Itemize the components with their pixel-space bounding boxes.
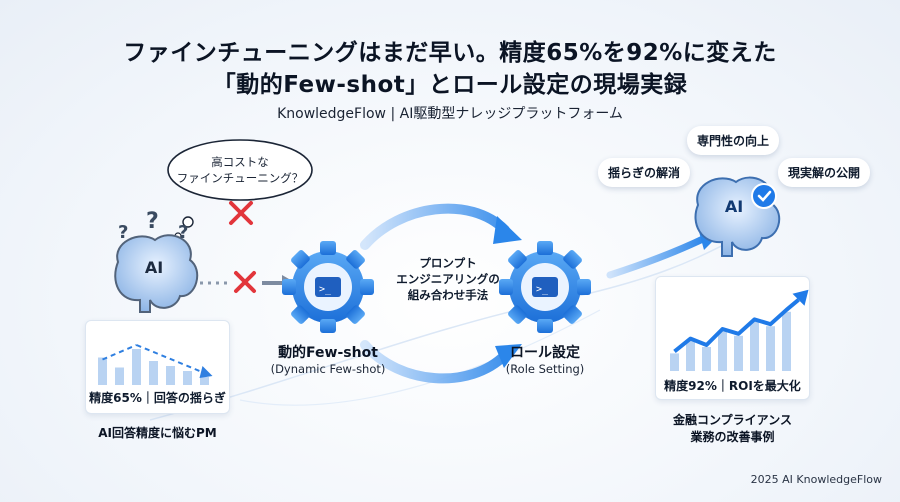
bar <box>750 321 759 371</box>
right-caption-line1: 金融コンプライアンス <box>673 413 792 427</box>
page-title-line1: ファインチューニングはまだ早い。精度65%を92%に変えた <box>123 40 777 66</box>
left-card-caption: 精度65%｜回答の揺らぎ <box>89 391 226 405</box>
question-mark: ? <box>118 222 128 243</box>
bar <box>766 326 775 371</box>
bar <box>183 371 192 385</box>
left-brain-text: AI <box>144 258 164 277</box>
bar <box>115 367 124 385</box>
thought-line2: ファインチューニング？ <box>176 171 304 185</box>
gear1-subtitle: (Dynamic Few-shot) <box>270 362 386 376</box>
bar <box>702 347 711 371</box>
right-bar-chart <box>670 289 809 371</box>
pill-expertise-improved: 専門性の向上 <box>687 126 780 155</box>
right-caption-line2: 業務の改善事例 <box>690 430 775 444</box>
gear2-subtitle: (Role Setting) <box>505 362 585 376</box>
svg-text:>_: >_ <box>319 284 332 295</box>
gear1-title: 動的Few-shot <box>278 345 378 361</box>
pill-practical-solution: 現実解の公開 <box>778 158 871 187</box>
right-brain-text: AI <box>724 197 744 216</box>
bar <box>670 353 679 371</box>
left-caption: AI回答精度に悩むPM <box>98 426 217 440</box>
svg-text:>_: >_ <box>536 284 549 295</box>
page-subtitle: KnowledgeFlow | AI駆動型ナレッジプラットフォーム <box>277 106 623 122</box>
cross-icon <box>229 201 253 225</box>
swoosh-line <box>239 309 601 406</box>
trend-arrowhead <box>199 366 213 378</box>
check-badge-icon <box>751 183 777 209</box>
footer-copyright: 2025 AI KnowledgeFlow <box>750 473 882 486</box>
gear-icon: >_ <box>499 241 591 333</box>
trend-line <box>102 344 137 361</box>
left-chart-card: 精度65%｜回答の揺らぎ <box>85 320 230 414</box>
bar <box>686 340 695 371</box>
top-arc-arrowhead <box>493 216 522 244</box>
output-arrow <box>606 234 709 279</box>
bar <box>782 311 791 371</box>
question-mark: ? <box>146 209 159 234</box>
middle-label-line2: エンジニアリングの <box>396 272 500 286</box>
left-bar-chart <box>98 344 213 385</box>
growth-line <box>673 298 800 353</box>
right-chart-card: 精度92%｜ROIを最大化 <box>655 276 810 400</box>
trend-line <box>136 344 205 374</box>
bar <box>149 361 158 385</box>
middle-label: プロンプト エンジニアリングの 組み合わせ手法 <box>392 255 504 303</box>
pill-fluctuation-resolved: 揺らぎの解消 <box>598 158 691 187</box>
bar <box>734 335 743 371</box>
bottom-arc-arrowhead <box>495 344 522 368</box>
bar <box>166 366 175 385</box>
cross-icon <box>234 271 256 293</box>
thought-line1: 高コストな <box>211 155 269 169</box>
growth-arrowhead <box>792 289 809 306</box>
brain-icon <box>114 234 199 313</box>
page-title-line2: 「動的Few-shot」とロール設定の現場実録 <box>212 72 688 98</box>
middle-label-line3: 組み合わせ手法 <box>407 288 489 302</box>
gear2-title: ロール設定 <box>510 345 580 361</box>
gear-icon: >_ <box>282 241 374 333</box>
bar <box>718 331 727 371</box>
right-caption: 金融コンプライアンス 業務の改善事例 <box>640 412 825 446</box>
bar <box>200 377 209 385</box>
thought-bubble-text: 高コストな ファインチューニング？ <box>170 154 310 186</box>
bar <box>98 357 107 385</box>
top-arc-arrow <box>360 203 510 250</box>
middle-label-line1: プロンプト <box>419 256 477 270</box>
question-mark: ? <box>178 222 188 243</box>
bottom-arc-arrow <box>360 340 510 384</box>
bar <box>132 349 141 385</box>
right-card-caption: 精度92%｜ROIを最大化 <box>664 379 801 393</box>
